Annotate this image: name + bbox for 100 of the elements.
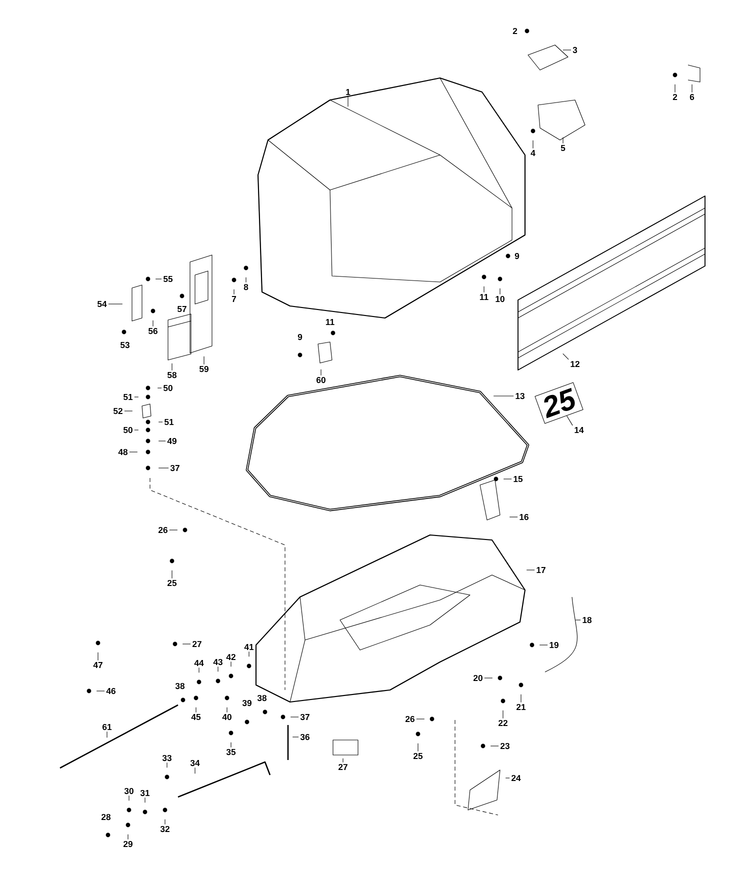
callout-number: 22 (498, 720, 508, 726)
callout-number: 11 (326, 319, 334, 325)
callout-number: 13 (516, 392, 524, 400)
callout-number: 43 (213, 658, 222, 666)
callout-number: 9 (514, 252, 520, 260)
callout-number: 14 (574, 427, 584, 433)
callout-number: 49 (167, 438, 176, 444)
callout-number: 40 (222, 714, 232, 720)
callout-number: 51 (164, 418, 174, 426)
callout-number: 19 (550, 642, 558, 648)
callout-number: 42 (226, 654, 236, 660)
callout-number: 52 (113, 408, 122, 414)
callout-number: 6 (690, 94, 694, 100)
callout-number: 61 (102, 724, 112, 730)
callout-number: 48 (118, 448, 128, 456)
callout-number: 24 (511, 775, 521, 782)
leader-line (674, 84, 676, 93)
callout-number: 11 (480, 294, 488, 300)
callout-number: 26 (405, 716, 414, 722)
leader-line (290, 716, 299, 718)
leader-line (532, 140, 534, 149)
callout-number: 44 (194, 660, 204, 666)
leader-line (562, 137, 564, 144)
callout-number: 2 (672, 94, 678, 100)
leader-line (144, 797, 146, 803)
leader-line (230, 661, 232, 667)
callout-number: 41 (244, 644, 254, 650)
leader-line (342, 758, 344, 763)
callout-number: 27 (192, 641, 202, 648)
leader-line (158, 440, 166, 442)
leader-line (509, 516, 518, 518)
callout-number: 31 (140, 790, 150, 796)
callout-number: 15 (514, 476, 523, 482)
callout-number: 54 (97, 300, 107, 308)
callout-number: 59 (199, 366, 208, 372)
callout-number: 56 (148, 328, 158, 334)
leader-line (128, 795, 130, 801)
callout-number: 50 (163, 384, 172, 392)
leader-line (226, 707, 228, 713)
callout-number: 58 (167, 372, 177, 378)
callout-number: 45 (191, 714, 201, 720)
callout-number: 37 (170, 464, 180, 472)
leader-line (124, 410, 133, 412)
leader-line (155, 278, 162, 280)
leader-line (502, 710, 504, 719)
callout-number: 9 (298, 334, 302, 340)
leader-line (562, 353, 569, 360)
callout-number: 38 (257, 694, 267, 702)
callout-number: 18 (582, 616, 592, 624)
callout-number: 4 (530, 150, 536, 156)
callout-number: 25 (413, 752, 423, 760)
leader-line (539, 644, 548, 646)
callout-number: 3 (572, 46, 578, 54)
leader-line (292, 736, 299, 738)
leader-line (194, 767, 196, 774)
callout-number: 32 (160, 826, 170, 832)
callout-number: 8 (244, 284, 248, 290)
leader-line (152, 320, 154, 327)
callout-number: 21 (516, 704, 526, 710)
callout-number: 10 (496, 296, 504, 302)
callout-number: 33 (162, 754, 172, 762)
leader-line (106, 731, 108, 738)
callout-number: 17 (536, 567, 546, 573)
callout-number: 53 (120, 342, 130, 348)
leader-line (566, 416, 573, 426)
leader-line (503, 478, 512, 480)
callout-number: 46 (106, 688, 116, 694)
leader-line (96, 690, 105, 692)
callout-number: 7 (232, 296, 236, 302)
callout-number: 36 (300, 734, 310, 740)
callout-number: 47 (93, 662, 102, 668)
callout-number: 25 (167, 580, 177, 586)
decal: 25 (534, 382, 584, 424)
callout-number: 57 (177, 306, 186, 312)
callout-number: 50 (123, 426, 132, 434)
callout-number: 12 (570, 360, 580, 368)
leader-line (164, 819, 166, 825)
leader-line (320, 369, 322, 376)
callout-number: 20 (473, 674, 482, 682)
callout-number: 23 (500, 742, 510, 750)
callout-number: 34 (190, 760, 200, 766)
leader-line (134, 396, 139, 398)
leader-line (166, 762, 168, 768)
leader-line (520, 694, 522, 703)
callout-number: 26 (158, 526, 168, 534)
callout-number: 28 (101, 814, 111, 820)
callout-number: 37 (300, 714, 310, 720)
leader-line (416, 718, 425, 720)
leader-line (230, 742, 232, 748)
callout-number: 55 (163, 276, 173, 282)
callout-number: 1 (346, 89, 350, 95)
leader-line (198, 667, 200, 673)
callout-number: 5 (560, 144, 566, 152)
callout-number: 30 (124, 788, 134, 794)
callout-number: 38 (175, 682, 185, 690)
callout-number: 2 (512, 28, 518, 34)
callout-number: 27 (338, 764, 348, 770)
callout-number: 60 (316, 376, 326, 384)
callout-number: 51 (123, 394, 133, 400)
callout-number: 39 (242, 700, 252, 706)
